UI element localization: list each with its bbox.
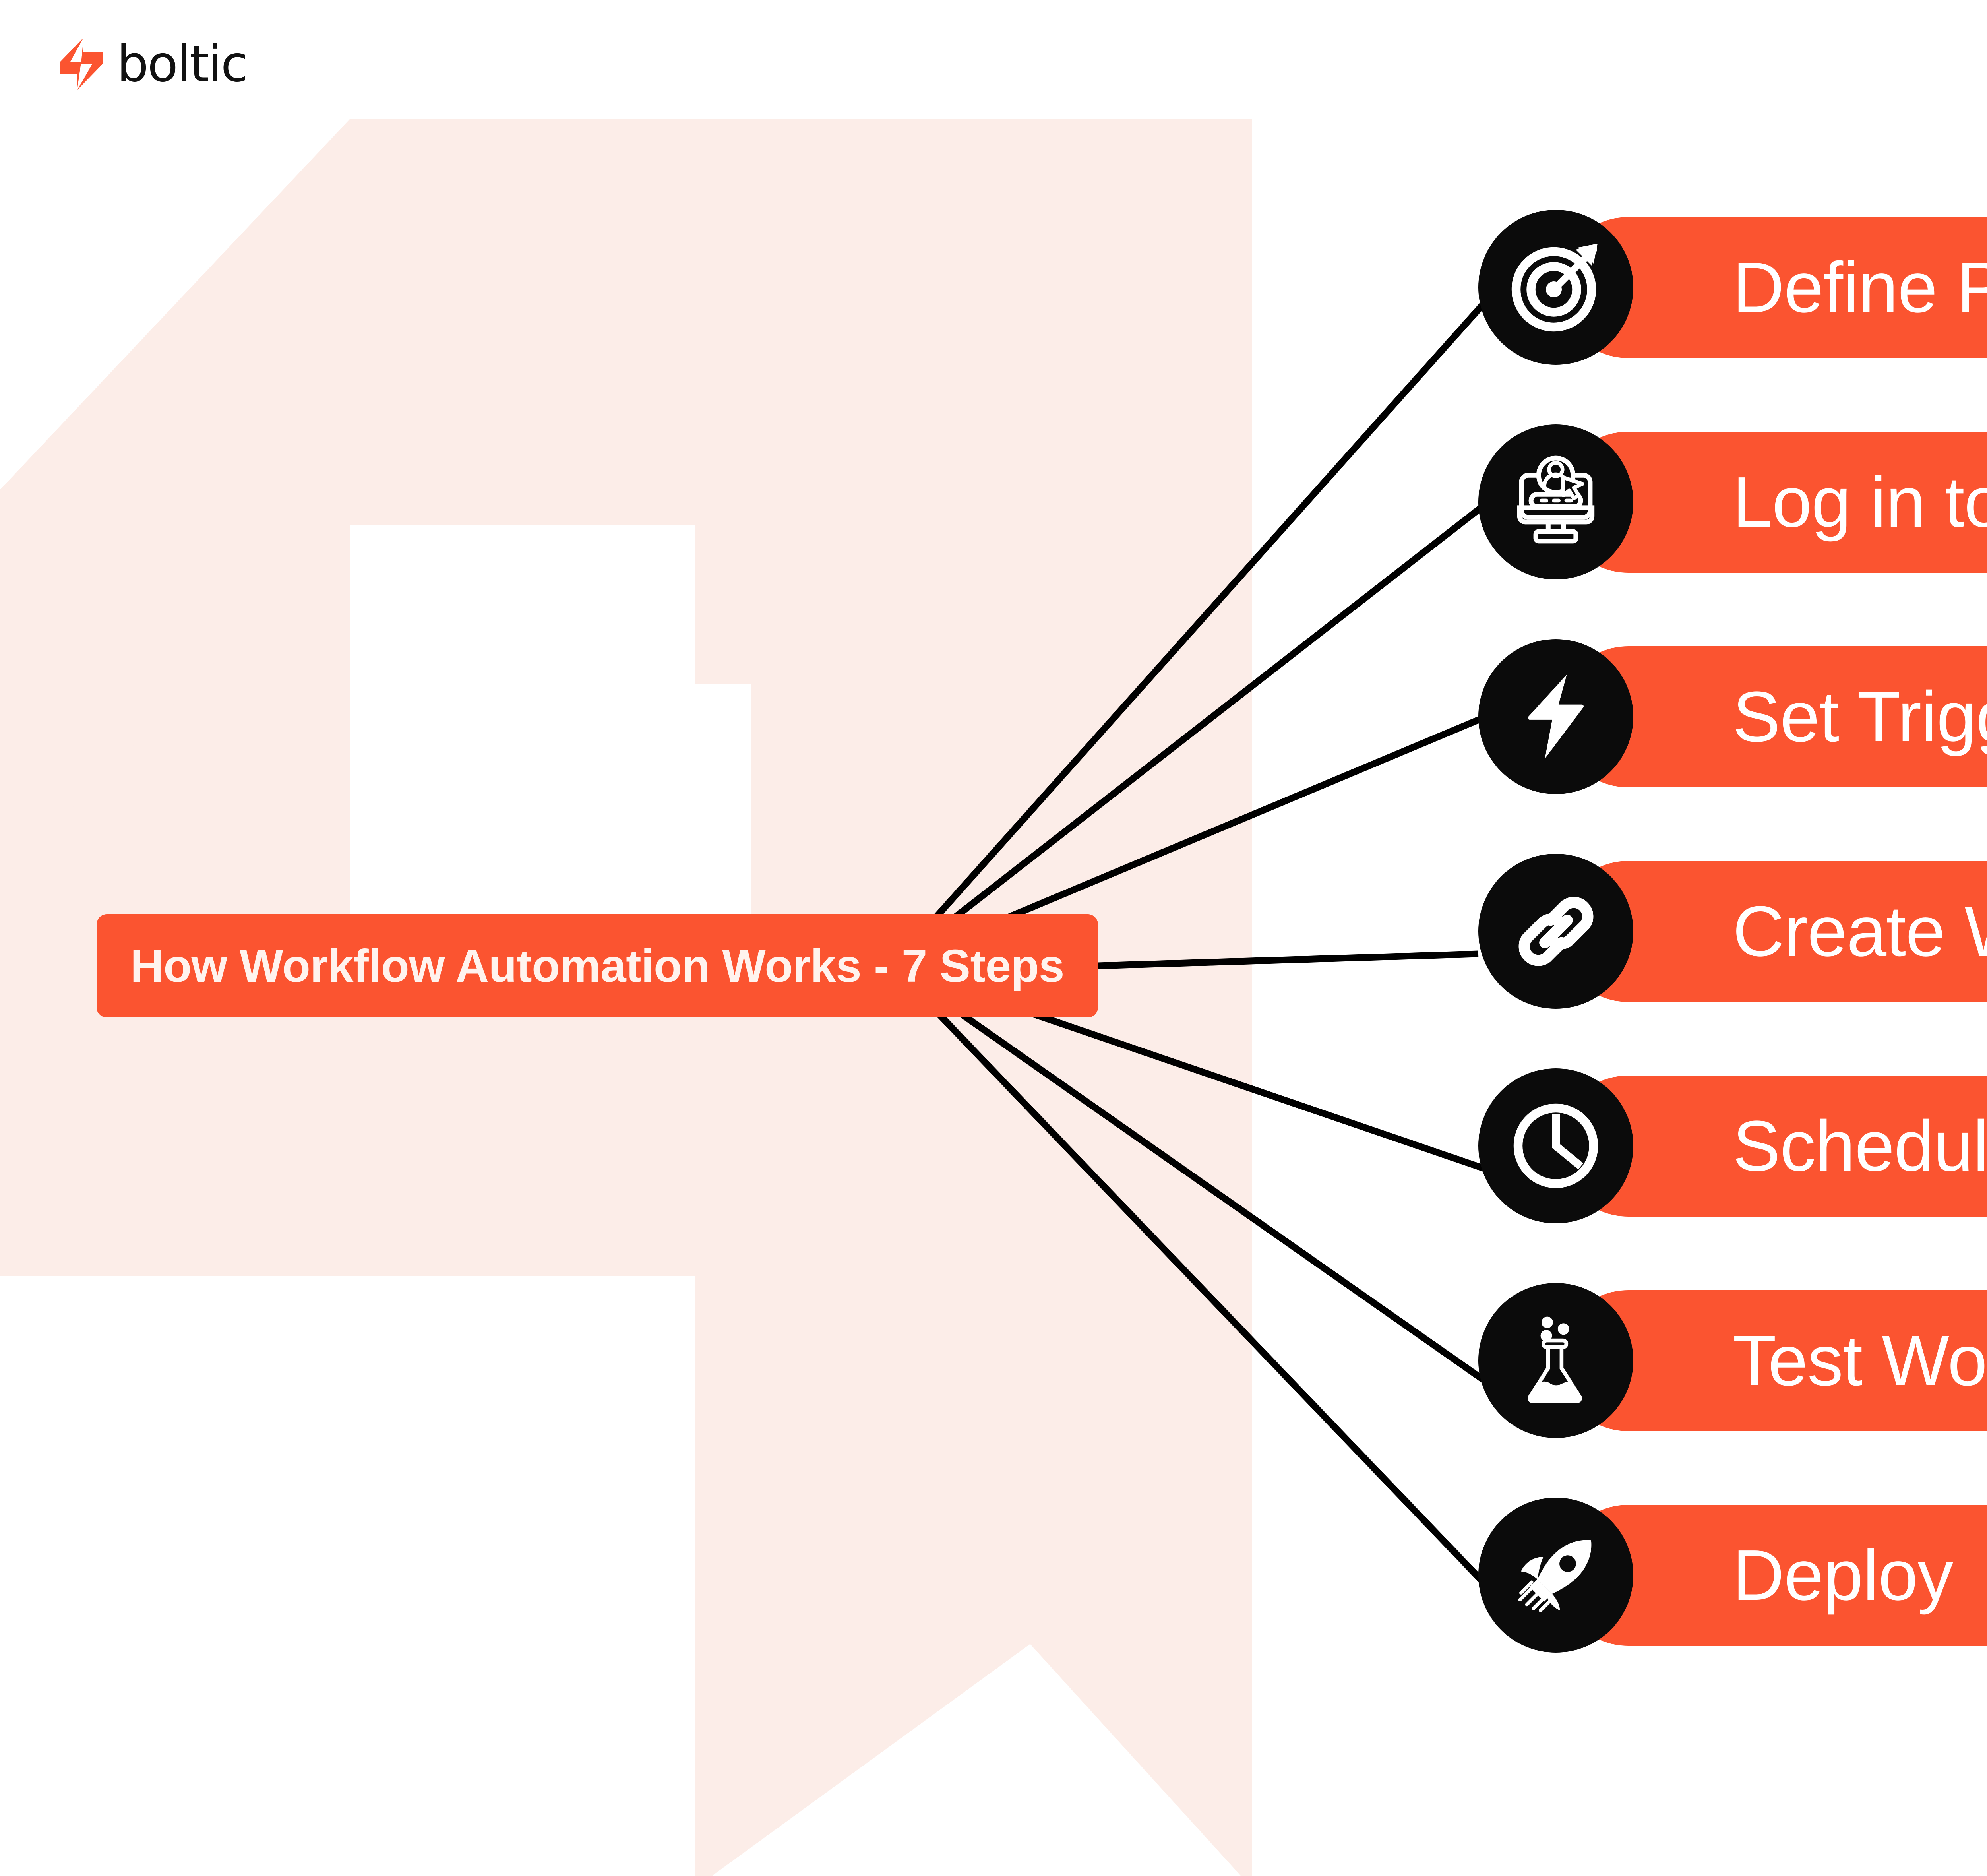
step-icon-2 (1478, 424, 1633, 579)
chain-link-icon (1518, 897, 1593, 966)
clock-icon (1513, 1103, 1598, 1188)
step-label-5: Schedule Action (1733, 1106, 1987, 1186)
connector-line-1 (890, 285, 1501, 968)
step-label-3: Set Trigger (1733, 676, 1987, 757)
rocket-icon (1518, 1540, 1591, 1612)
step-icon-5 (1478, 1068, 1633, 1223)
connector-line-7 (890, 963, 1501, 1600)
brand-logo: boltic (60, 35, 248, 93)
connector-line-6 (891, 963, 1490, 1386)
step-label-6: Test Workflow (1733, 1320, 1987, 1401)
connector-line-4 (1098, 950, 1479, 969)
lightning-bolt-icon (60, 38, 103, 90)
step-label-7: Deploy (1733, 1535, 1953, 1615)
hub-label-box: How Workflow Automation Works - 7 Steps (97, 914, 1098, 1017)
brand-name: boltic (117, 35, 248, 93)
step-icon-7 (1478, 1498, 1633, 1653)
lightning-bolt-icon (1528, 674, 1584, 759)
step-row-2[interactable]: Log in to Boltic (1478, 424, 1987, 579)
monitor-user-login-icon (1517, 455, 1595, 544)
step-icon-1 (1478, 210, 1633, 365)
step-pill-3[interactable]: Set Trigger (1558, 646, 1987, 787)
flask-bubbles-icon (1528, 1316, 1582, 1403)
step-label-1: Define Process (1733, 247, 1987, 328)
step-row-4[interactable]: Create Workflow (1478, 854, 1987, 1009)
step-pill-1[interactable]: Define Process (1558, 217, 1987, 358)
step-row-3[interactable]: Set Trigger (1478, 639, 1987, 794)
step-icon-3 (1478, 639, 1633, 794)
step-icon-4 (1478, 854, 1633, 1009)
step-row-7[interactable]: Deploy (1478, 1498, 1987, 1653)
step-icon-6 (1478, 1283, 1633, 1438)
connector-line-2 (890, 499, 1491, 969)
step-row-1[interactable]: Define Process (1478, 210, 1987, 365)
step-label-4: Create Workflow (1733, 891, 1987, 971)
step-row-6[interactable]: Test Workflow (1478, 1283, 1987, 1438)
target-bullseye-arrow-icon (1511, 244, 1598, 332)
step-row-5[interactable]: Schedule Action (1478, 1068, 1987, 1223)
step-label-2: Log in to Boltic (1733, 462, 1987, 542)
hub-title: How Workflow Automation Works - 7 Steps (130, 940, 1065, 992)
